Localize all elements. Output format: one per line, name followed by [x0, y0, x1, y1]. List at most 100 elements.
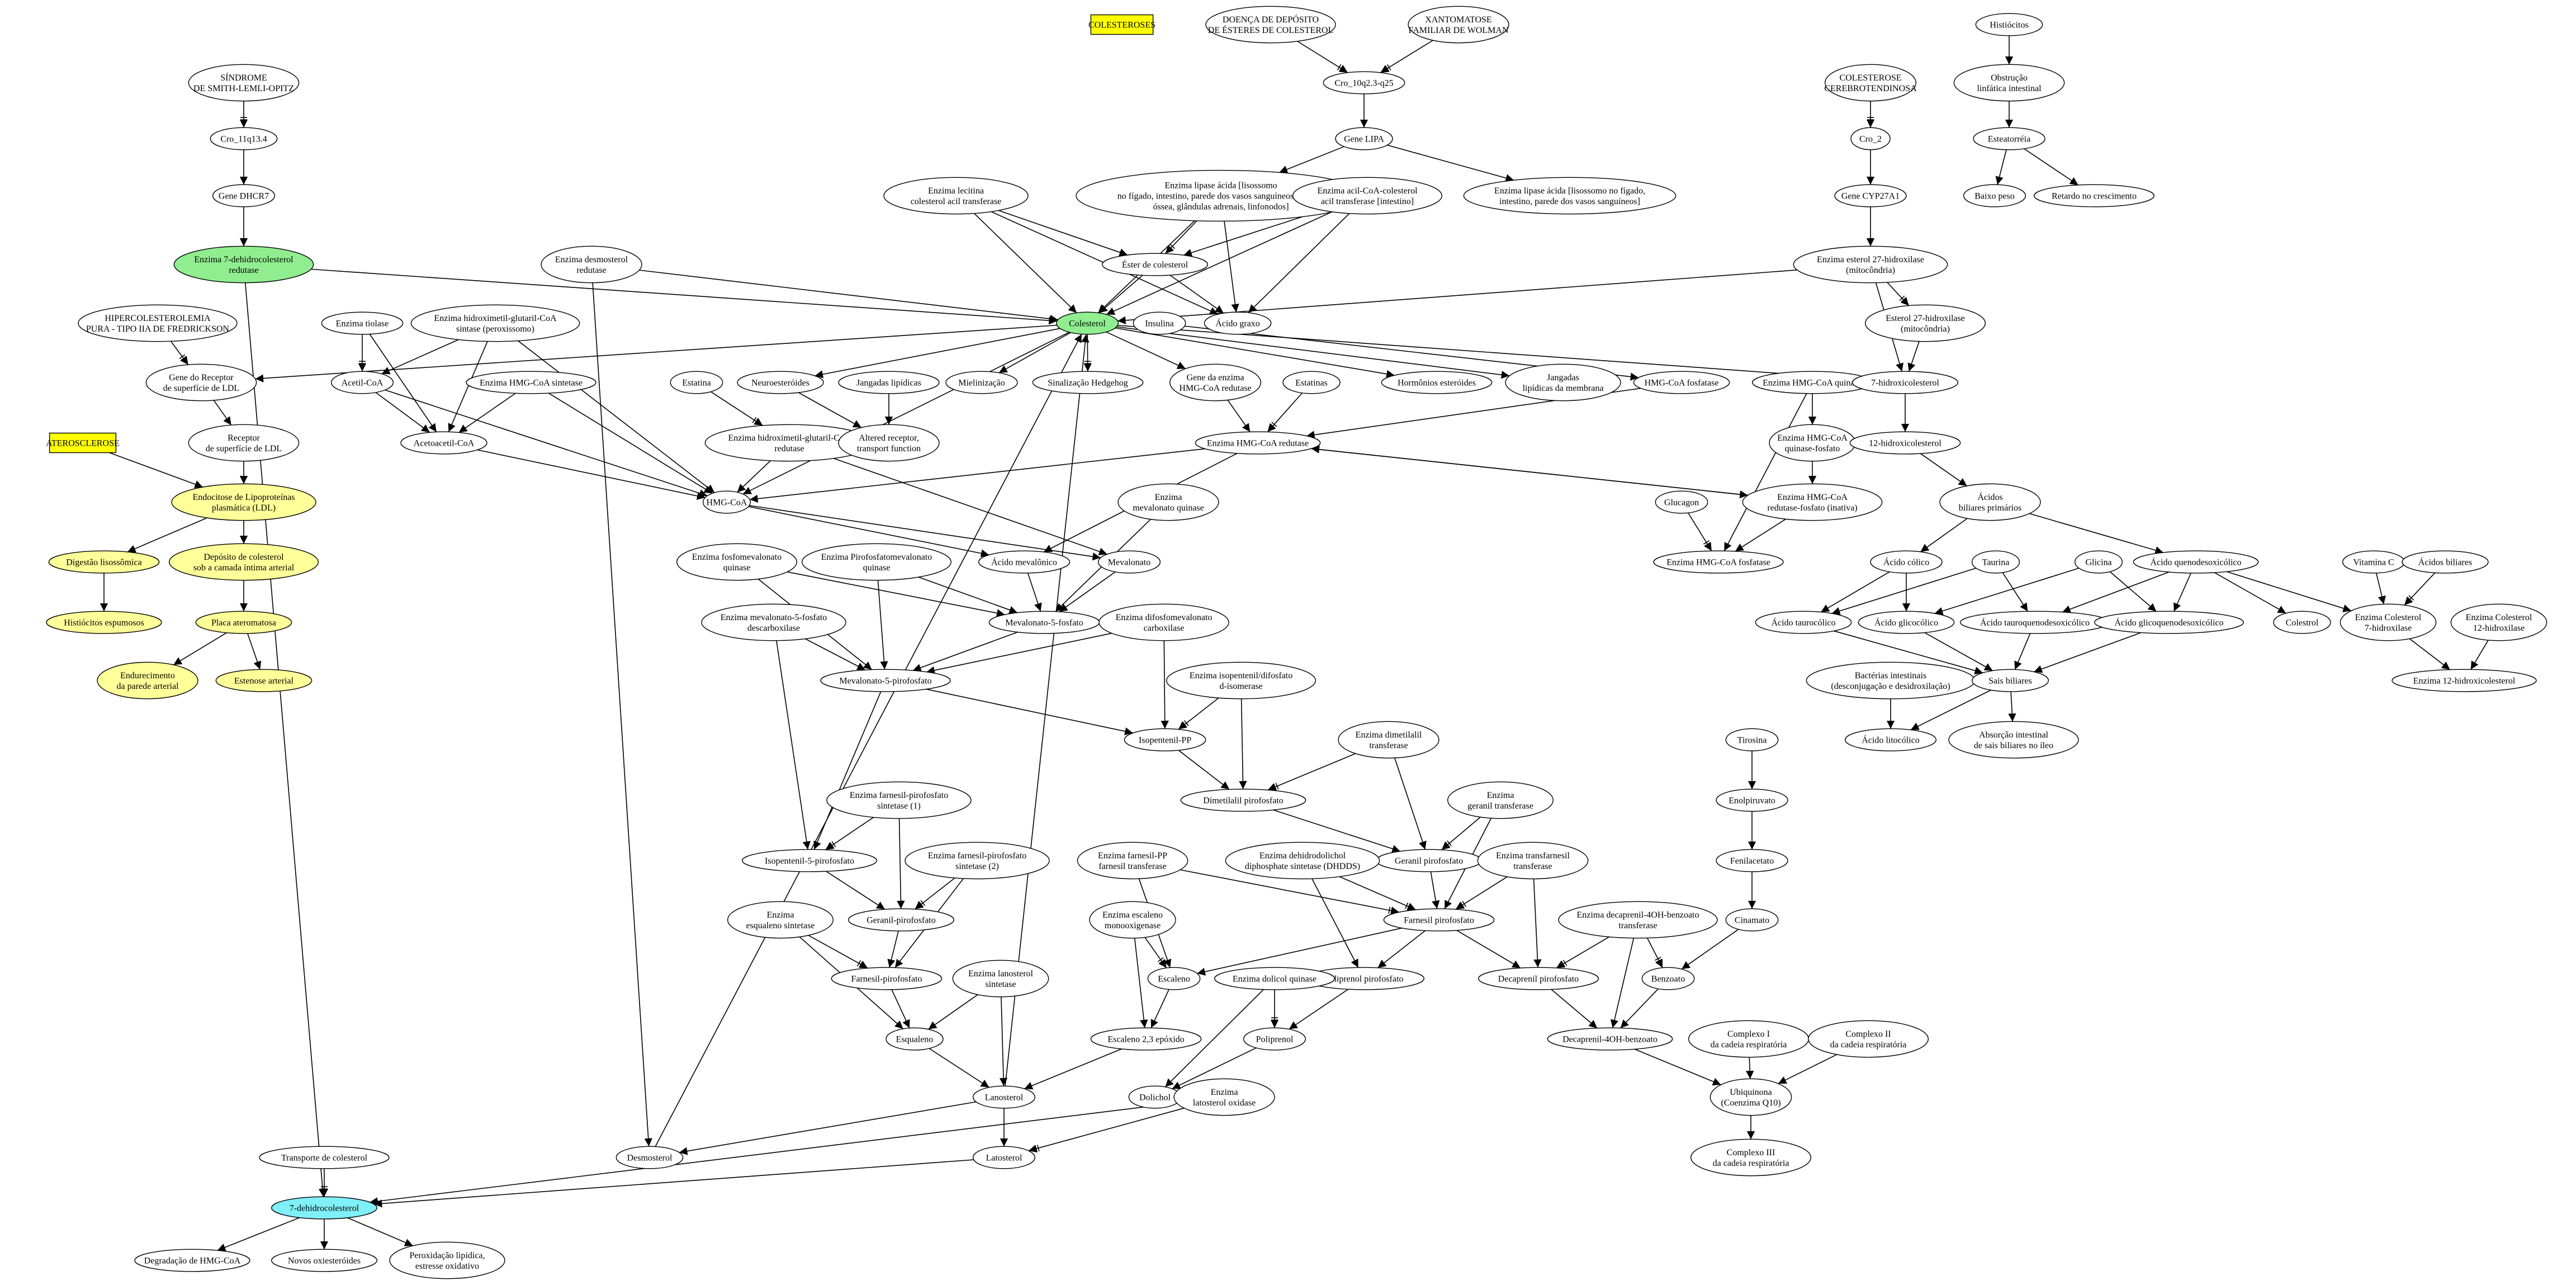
node-shape — [1292, 177, 1442, 215]
node-label-line: Enzima lipase ácida [lisossomo — [1164, 181, 1277, 190]
edge-lanosterol-to-desmosterol — [679, 1101, 977, 1155]
node-label-line: Cinamato — [1735, 915, 1769, 925]
node-label: Histiócitos — [1990, 20, 2028, 30]
edge-escaleno-to-escaleno-epox — [1150, 989, 1169, 1028]
edge-dehidrodolichol-to-poliprenol-pp — [1311, 878, 1359, 968]
node-litocolico: Ácido litocólico — [1844, 728, 1937, 752]
node-label-line: Histiócitos — [1990, 20, 2028, 30]
node-tiolase: Enzima tiolase — [321, 311, 404, 335]
edge-tee-bar — [1169, 243, 1175, 249]
node-shape — [1169, 363, 1262, 401]
node-label: HMG-CoA — [707, 498, 747, 507]
node-label-line: Geranil pirofosfato — [1395, 856, 1463, 866]
node-label-line: DE ÉSTERES DE COLESTEROL — [1208, 25, 1333, 35]
node-label-line: Novos oxiesteróides — [288, 1256, 361, 1265]
node-enz-hmgcoa-red: Enzima HMG-CoA redutase — [1195, 431, 1321, 455]
edge-gene-lipa-to-lipase1 — [1279, 146, 1344, 173]
node-shape — [1653, 550, 1784, 574]
edge-line — [1027, 573, 1042, 612]
node-neuroest: Neuroesteróides — [737, 371, 824, 394]
node-label-line: COLESTEROSE — [1839, 73, 1901, 83]
edge-acetil-to-acetoacetil — [375, 392, 430, 433]
edge-line — [1180, 869, 1400, 915]
node-label-line: Enzima dolicol quinase — [1233, 974, 1317, 984]
node-label-line: Enzima hidroximetil-glutaril-CoA — [728, 433, 851, 443]
edge-cinamato-to-benzoato — [1681, 929, 1739, 970]
edge-lanosterol-sint-to-lanosterol — [999, 996, 1008, 1086]
edge-line — [1551, 989, 1598, 1029]
node-desmosterol: Desmosterol — [615, 1146, 684, 1169]
node-label: Enzima 12-hidroxicolesterol — [2413, 676, 2516, 686]
node-label: Baixo peso — [1974, 191, 2015, 201]
node-acetil: Acetil-CoA — [330, 371, 394, 394]
edge-dehidrocolesterol-to-peroxidacao — [347, 1217, 413, 1246]
edge-line — [1183, 210, 1323, 257]
node-shape — [1133, 311, 1186, 335]
edge-latosterol-to-dehidrocolesterol — [373, 1159, 974, 1208]
edge-ester-to-acido-graxo — [1169, 275, 1224, 314]
node-shape — [134, 1249, 250, 1272]
node-estatinas: Estatinas — [1282, 371, 1341, 394]
node-shape — [1090, 1027, 1202, 1051]
edge-line — [217, 1217, 300, 1251]
node-label: Acetoacetil-CoA — [414, 438, 475, 448]
node-shape — [737, 371, 824, 394]
node-shape — [259, 1146, 390, 1169]
node-label: Desmosterol — [627, 1153, 673, 1163]
node-label-line: Geranil-pirofosfato — [866, 915, 936, 925]
node-label: 12-hidroxicolesterol — [1869, 438, 1942, 448]
edge-ateros-to-endocitose — [109, 452, 203, 488]
edge-mevalonato5f-to-mevalonato5pp — [912, 631, 1018, 672]
edge-acidos-biliares-to-col7hidrox — [2404, 572, 2436, 606]
node-label-line: de superfície de LDL — [163, 384, 239, 393]
node-label-line: Gene CYP27A1 — [1841, 191, 1900, 201]
node-shape — [1090, 14, 1154, 35]
edge-colesterol-to-mielinizacao — [998, 332, 1071, 374]
node-label-line: Enzima tiolase — [336, 319, 389, 328]
node-enz12hidroxi: Enzima 12-hidroxicolesterol — [2392, 669, 2537, 692]
node-shape — [145, 363, 257, 401]
node-label: Ácido mevalônico — [991, 556, 1057, 567]
node-dehidrocolesterol: 7-dehidrocolesterol — [271, 1196, 378, 1220]
edge-latosterol-ox-to-dehidrocolesterol — [370, 1102, 1177, 1206]
node-label: Farnesil pirofosfato — [1404, 915, 1474, 925]
node-glicoqueno: Ácido glicoquenodesoxicólico — [2094, 611, 2244, 634]
edge-line — [748, 506, 989, 558]
edge-line — [373, 1159, 974, 1208]
node-esterol27: Esterol 27-hidroxilase(mitocôndria) — [1864, 304, 1986, 342]
edge-line — [2008, 691, 2016, 722]
edge-line — [1646, 938, 1663, 968]
node-shape — [1101, 253, 1209, 276]
node-shape — [1447, 781, 1554, 819]
edge-endocitose-to-digestao — [127, 517, 207, 553]
edge-hmgcoa-sintetase-to-hmgcoa — [548, 393, 713, 494]
node-shape — [49, 432, 117, 453]
node-glicina: Glicina — [2074, 550, 2123, 574]
node-transporte: Transporte de colesterol — [259, 1146, 390, 1169]
node-label-line: Ácido quenodesoxicólico — [2150, 556, 2241, 567]
edge-line — [1144, 937, 1167, 969]
node-label-line: Gene LIPA — [1344, 134, 1384, 144]
node-label-line: Enzima decaprenil-4OH-benzoato — [1576, 910, 1699, 920]
node-shape — [1939, 483, 2041, 521]
edge-line — [1178, 697, 1219, 730]
edge-tee-bar — [831, 841, 836, 848]
node-label-line: Degradação de HMG-CoA — [144, 1256, 241, 1265]
edge-acetil-to-hmgcoa — [385, 389, 708, 497]
edge-mevalonato5pp-to-isopentenil5pp — [813, 691, 882, 850]
edge-decaprenil-transf-to-decaprenil-pp — [1556, 936, 1609, 969]
node-shape — [1558, 901, 1718, 939]
node-shape — [1225, 842, 1380, 880]
node-shape — [389, 1241, 505, 1279]
